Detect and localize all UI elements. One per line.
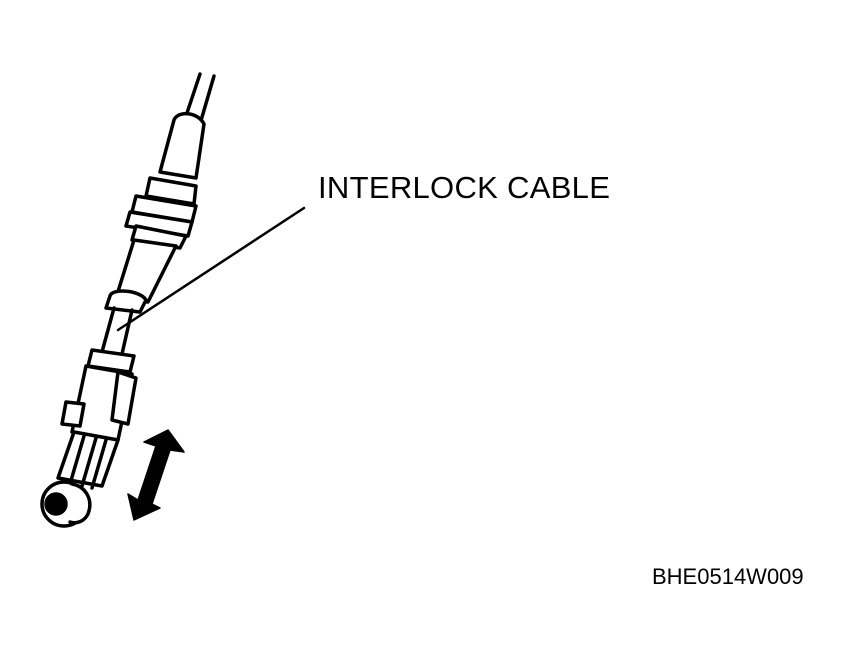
callout-label: INTERLOCK CABLE bbox=[318, 170, 611, 205]
cable-tube bbox=[114, 238, 178, 304]
cable-eyelet bbox=[40, 480, 92, 528]
inner-cable-rod bbox=[100, 306, 134, 356]
movement-arrow-icon bbox=[127, 429, 185, 521]
figure-code: BHE0514W009 bbox=[652, 564, 804, 589]
cable-boot bbox=[158, 111, 206, 180]
cable-collar bbox=[104, 289, 148, 314]
cable-grommet bbox=[124, 176, 198, 250]
callout-leader-line bbox=[116, 206, 306, 332]
cable-connector bbox=[56, 348, 138, 490]
